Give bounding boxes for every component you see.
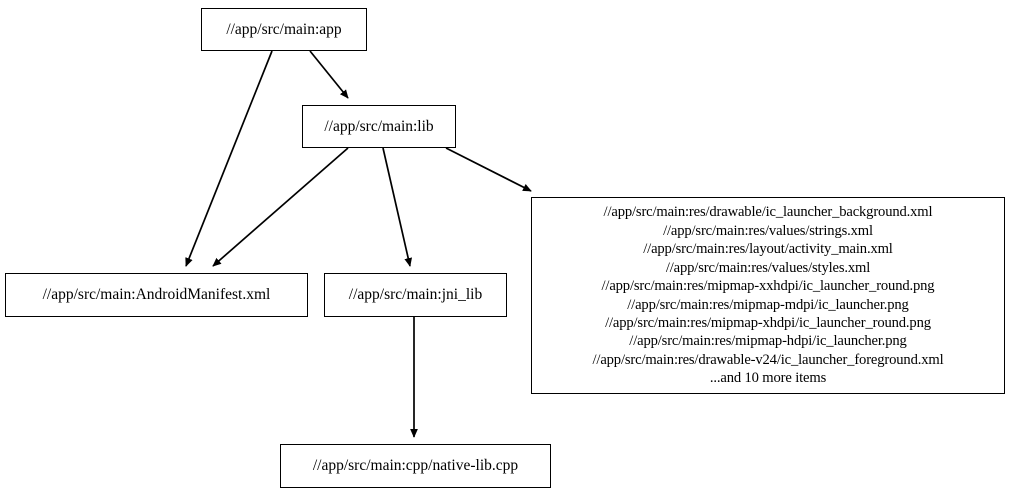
edge-lib-to-manifest [212,147,349,267]
graph-node-jni-lib-label: //app/src/main:jni_lib [348,286,483,304]
edge-app-to-lib [309,50,349,99]
edge-lib-to-jnilib [382,147,413,267]
graph-node-native-lib-cpp-label: //app/src/main:cpp/native-lib.cpp [312,457,519,475]
graph-node-app-label: //app/src/main:app [226,20,342,38]
graph-node-resources-group[interactable]: //app/src/main:res/drawable/ic_launcher_… [531,197,1005,394]
graph-node-app[interactable]: //app/src/main:app [201,8,367,51]
graph-node-lib-label: //app/src/main:lib [324,117,434,135]
graph-node-android-manifest[interactable]: //app/src/main:AndroidManifest.xml [5,273,308,317]
graph-node-jni-lib[interactable]: //app/src/main:jni_lib [324,273,507,317]
graph-node-resources-group-label: //app/src/main:res/drawable/ic_launcher_… [592,204,944,387]
graph-node-lib[interactable]: //app/src/main:lib [302,105,456,148]
graph-node-native-lib-cpp[interactable]: //app/src/main:cpp/native-lib.cpp [280,444,551,488]
graph-node-android-manifest-label: //app/src/main:AndroidManifest.xml [42,286,271,304]
edge-lib-to-resources [445,147,532,192]
edge-app-to-manifest [185,50,273,267]
